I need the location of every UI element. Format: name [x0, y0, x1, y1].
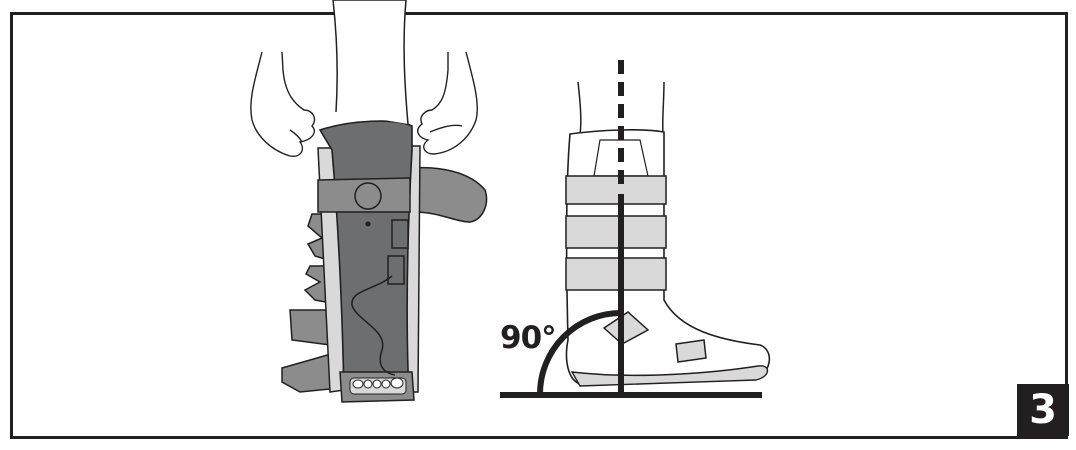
right-hand — [417, 51, 478, 155]
angle-label: 90° — [500, 320, 557, 356]
toes — [352, 377, 404, 389]
quarter-circle-arc — [537, 310, 622, 395]
side-straps — [565, 175, 707, 363]
leg — [332, 0, 409, 125]
side-strap-right — [411, 166, 488, 223]
dashed-vertical-line — [618, 60, 624, 184]
side-leg — [577, 81, 665, 135]
ground-line — [500, 392, 762, 398]
side-view-boot — [500, 60, 771, 398]
vertical-reference-line — [618, 194, 624, 398]
front-view-boot — [250, 0, 488, 403]
step-number-badge: 3 — [1017, 384, 1069, 436]
side-boot-shell — [565, 129, 771, 385]
inflation-valve — [354, 182, 382, 210]
left-hand — [250, 51, 316, 157]
instruction-frame — [10, 12, 1068, 439]
